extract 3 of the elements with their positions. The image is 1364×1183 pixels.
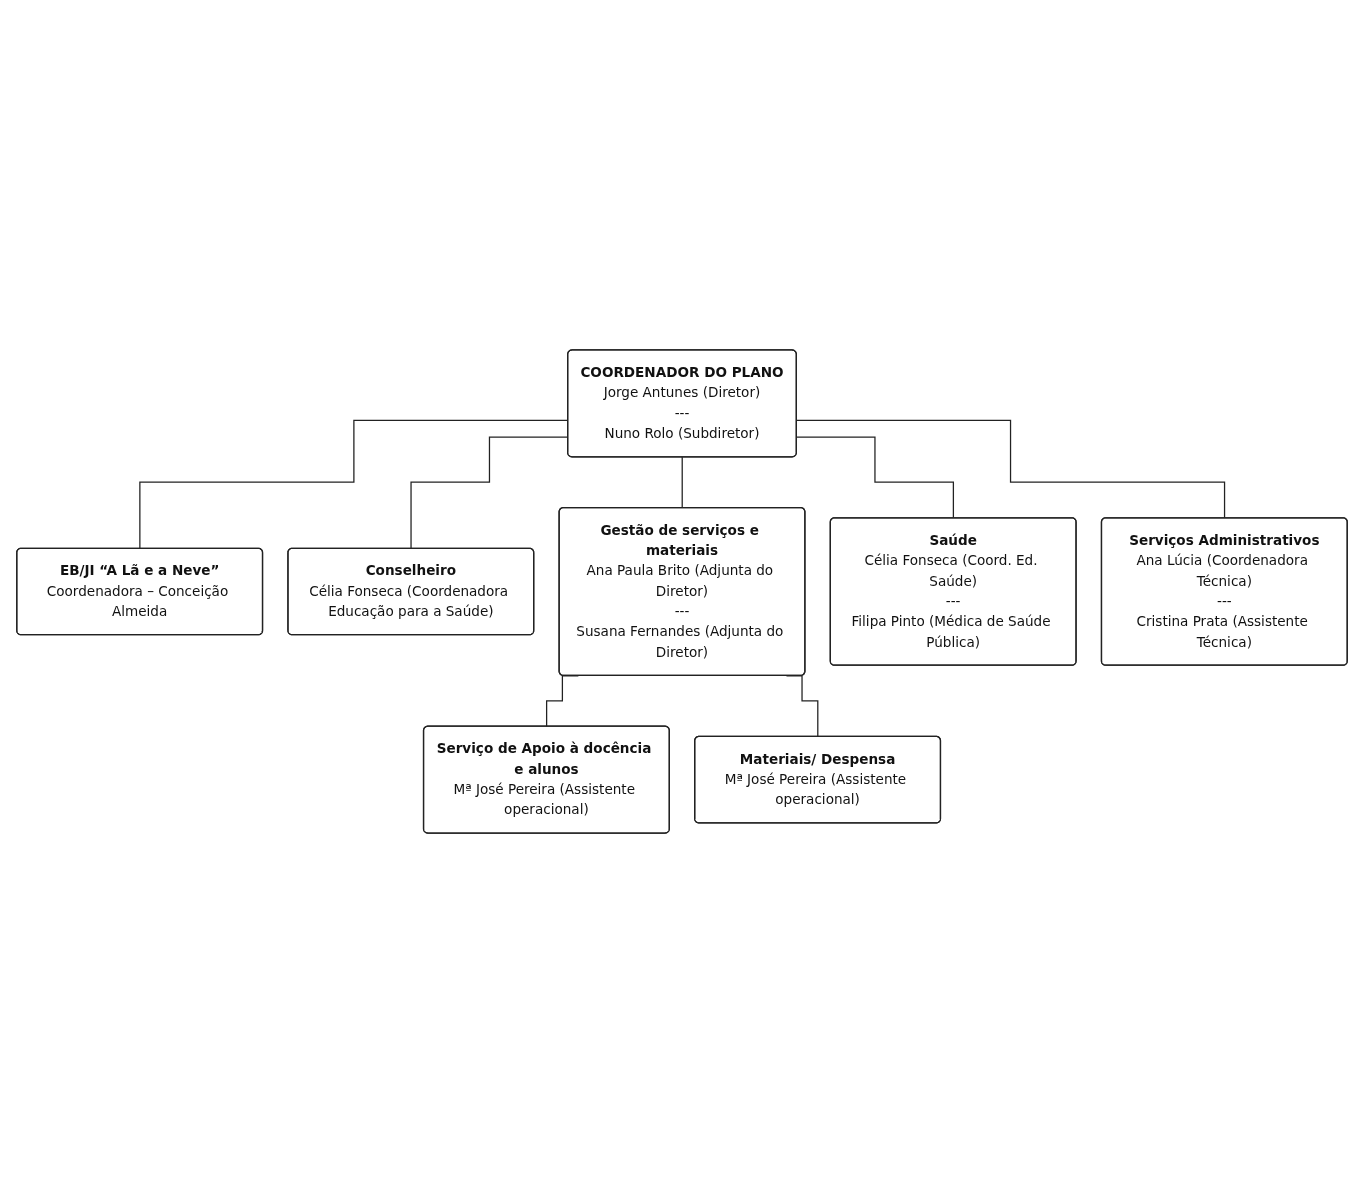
- connector: [796, 419, 1226, 519]
- connector: [796, 436, 955, 519]
- connector: [681, 456, 684, 509]
